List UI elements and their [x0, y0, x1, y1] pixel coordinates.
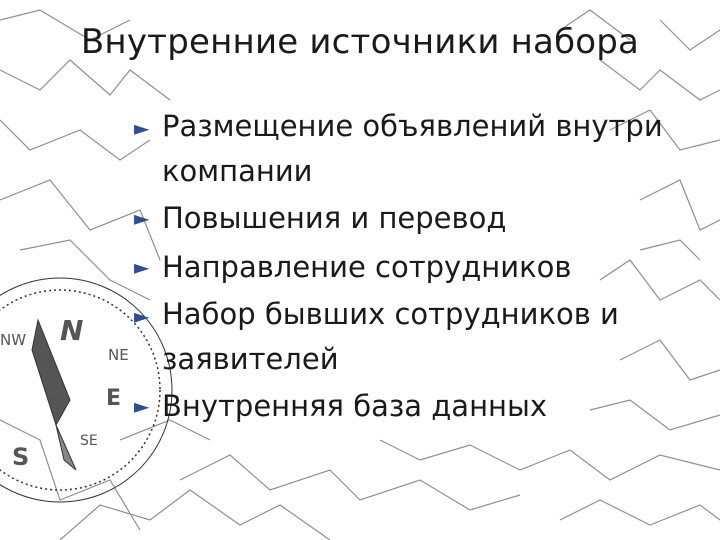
compass-nw-label: NW [0, 331, 26, 349]
contour-lines [0, 9, 720, 540]
bullet-item: ► Внутренняя база данных [134, 382, 714, 431]
bullet-text: Внутренняя база данных [162, 389, 548, 423]
bullet-item: ► Набор бывших сотрудников и заявителей [134, 292, 714, 382]
slide-title: Внутренние источники набора [80, 22, 640, 62]
bullet-arrow-icon: ► [134, 394, 150, 418]
compass-e-label: E [106, 386, 121, 411]
bullet-item: ► Направление сотрудников [134, 243, 714, 292]
bullet-arrow-icon: ► [134, 304, 150, 328]
bullet-item: ► Размещение объявлений внутри компании [134, 104, 714, 194]
compass-se-label: SE [80, 433, 98, 449]
bullet-arrow-icon: ► [134, 116, 150, 140]
compass-n-label: N [60, 314, 83, 347]
compass: N S NW NE E SE [0, 277, 173, 503]
bullet-list: ► Размещение объявлений внутри компании … [134, 104, 714, 431]
compass-s-label: S [12, 443, 29, 471]
bullet-arrow-icon: ► [134, 206, 150, 230]
bullet-arrow-icon: ► [134, 255, 150, 279]
bullet-text: Направление сотрудников [162, 250, 572, 284]
bullet-text: Размещение объявлений внутри компании [162, 109, 663, 188]
bullet-text: Повышения и перевод [162, 201, 507, 235]
bullet-item: ► Повышения и перевод [134, 194, 714, 243]
compass-ne-label: NE [108, 346, 129, 364]
bullet-text: Набор бывших сотрудников и заявителей [162, 297, 619, 376]
